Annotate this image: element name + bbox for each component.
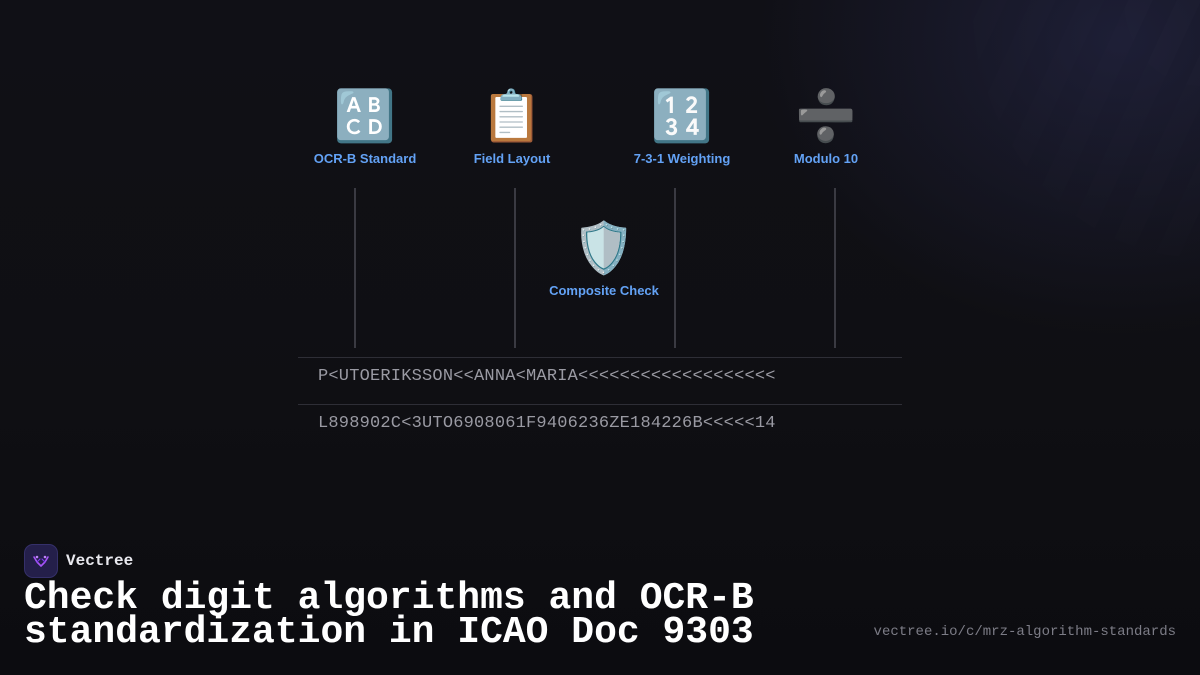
node-weighting: 🔢 7-3-1 Weighting <box>602 86 762 166</box>
numbers-1234-icon: 🔢 <box>650 87 714 145</box>
mrz-line-1: P<UTOERIKSSON<<ANNA<MARIA<<<<<<<<<<<<<<<… <box>318 367 776 386</box>
connector-line <box>834 188 836 348</box>
node-field-layout: 📋 Field Layout <box>432 86 592 166</box>
page-title: Check digit algorithms and OCR-B standar… <box>24 577 754 654</box>
connector-line <box>674 188 676 348</box>
divide-icon: ➗ <box>794 87 858 145</box>
background-rays <box>740 0 1200 520</box>
mrz-line-2: L898902C<3UTO6908061F9406236ZE184226B<<<… <box>318 414 776 433</box>
node-label: Composite Check <box>549 283 659 298</box>
vectree-logo-icon <box>24 544 58 578</box>
abcd-icon: 🔠 <box>333 87 397 145</box>
source-url: vectree.io/c/mrz-algorithm-standards <box>873 624 1176 640</box>
brand: Vectree <box>24 544 133 578</box>
mrz-divider <box>298 404 902 405</box>
brand-name: Vectree <box>66 552 134 570</box>
node-composite-check: 🛡️ Composite Check <box>524 218 684 298</box>
node-label: OCR-B Standard <box>313 151 417 166</box>
node-modulo-10: ➗ Modulo 10 <box>746 86 906 166</box>
node-ocr-b-standard: 🔠 OCR-B Standard <box>285 86 445 166</box>
node-label: 7-3-1 Weighting <box>633 151 731 166</box>
node-label: Field Layout <box>473 151 551 166</box>
connector-line <box>354 188 356 348</box>
mrz-divider <box>298 357 902 358</box>
node-label: Modulo 10 <box>793 151 859 166</box>
connector-line <box>514 188 516 348</box>
clipboard-icon: 📋 <box>480 87 544 145</box>
shield-icon: 🛡️ <box>572 219 636 277</box>
